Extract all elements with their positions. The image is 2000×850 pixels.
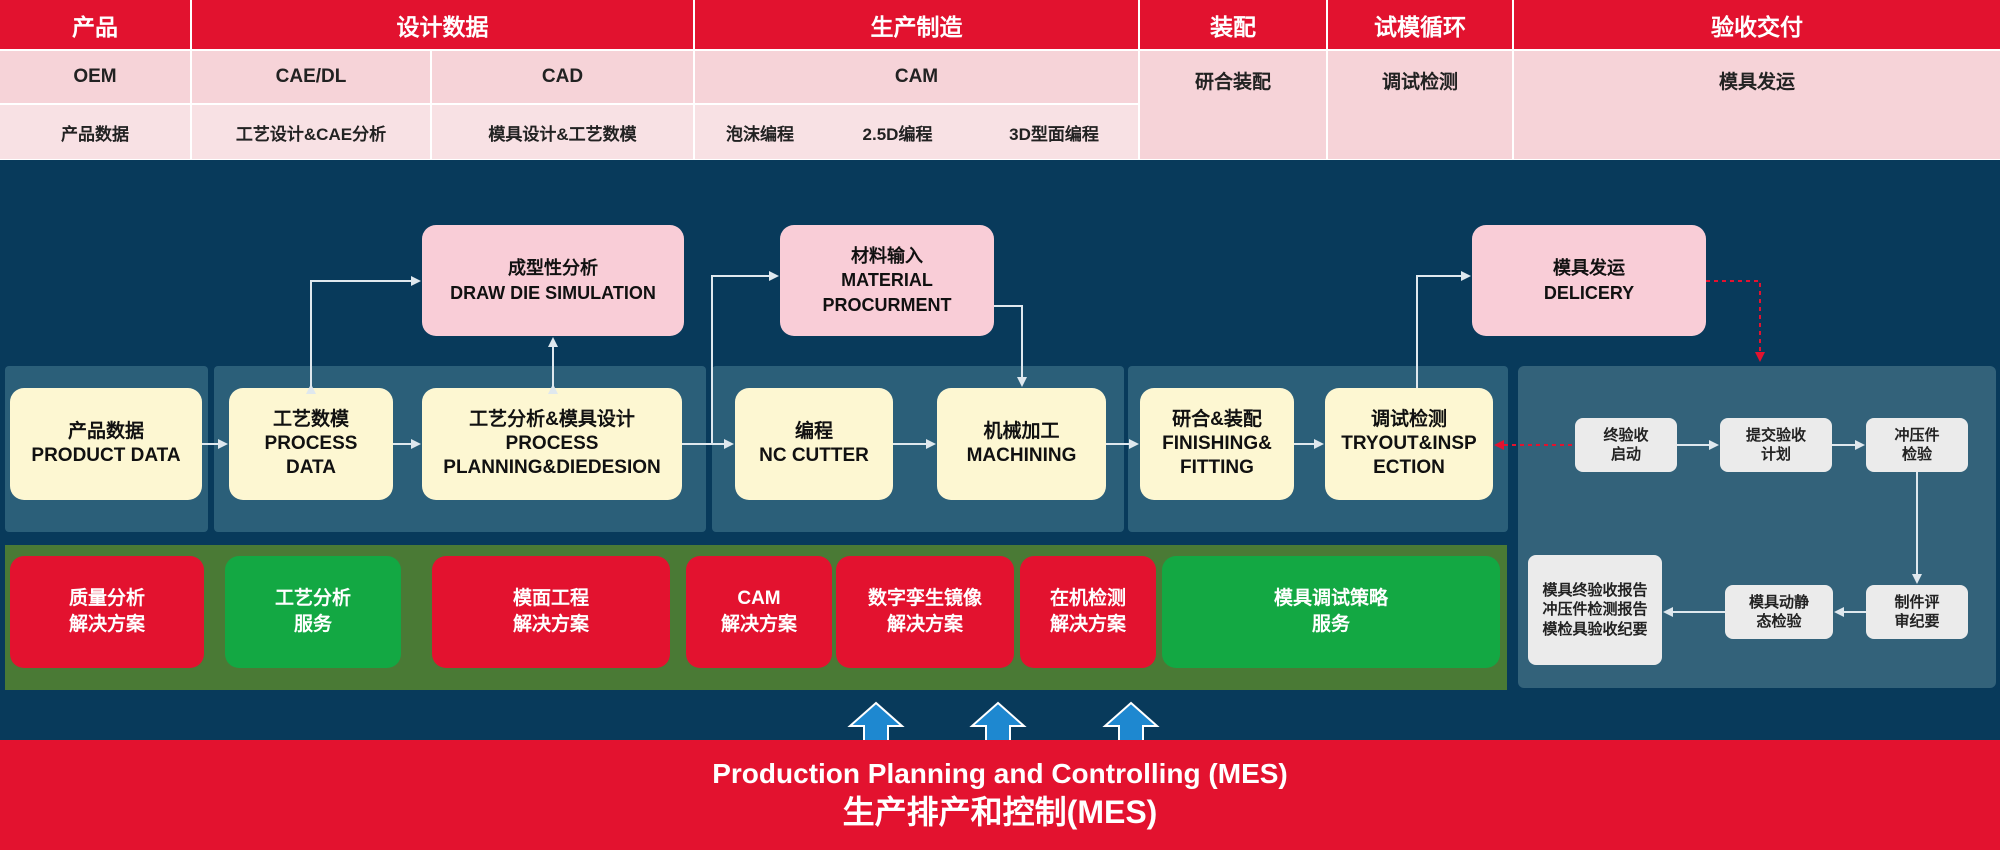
mes-band: Production Planning and Controlling (MES… — [0, 740, 2000, 850]
header-task-foam: 泡沫编程 — [695, 105, 825, 159]
service-digital-twin: 数字孪生镜像解决方案 — [836, 556, 1014, 668]
arrow-process-to-drawdie — [306, 276, 421, 394]
dashed-delivery-to-acceptance — [1706, 280, 1765, 362]
service-die-tryout-strategy: 模具调试策略服务 — [1162, 556, 1500, 668]
service-quality-analysis: 质量分析解决方案 — [10, 556, 204, 668]
header-category-product: 产品 — [0, 0, 192, 49]
accept-part-review: 制件评审纪要 — [1866, 585, 1968, 639]
service-die-face-engineering: 模面工程解决方案 — [432, 556, 670, 668]
header-category-tryout: 试模循环 — [1328, 0, 1514, 49]
header-category-manufacturing: 生产制造 — [695, 0, 1140, 49]
accept-stamping-inspection: 冲压件检验 — [1866, 418, 1968, 472]
service-onmachine-inspection: 在机检测解决方案 — [1020, 556, 1156, 668]
header-task-die-design: 模具设计&工艺数模 — [432, 105, 695, 159]
header-task-25d: 2.5D编程 — [825, 105, 970, 159]
arrow-to-material — [711, 271, 779, 444]
header-system-inspection: 调试检测 — [1328, 51, 1514, 159]
arrow-tryout-to-delivery — [1416, 271, 1471, 388]
header-system-cad: CAD — [432, 51, 695, 103]
header-system-shipping: 模具发运 — [1514, 51, 2000, 159]
service-process-analysis: 工艺分析服务 — [225, 556, 401, 668]
header-task-3d: 3D型面编程 — [970, 105, 1140, 159]
arrow-material-to-machining — [994, 305, 1027, 387]
header-category-assembly: 装配 — [1140, 0, 1328, 49]
header-system-cam: CAM — [695, 51, 1140, 103]
header-system-assembly: 研合装配 — [1140, 51, 1328, 159]
accept-start: 终验收启动 — [1575, 418, 1677, 472]
header-category-design-data: 设计数据 — [192, 0, 695, 49]
header-task-product-data: 产品数据 — [0, 105, 192, 159]
accept-plan: 提交验收计划 — [1720, 418, 1832, 472]
accept-reports: 模具终验收报告冲压件检测报告模检具验收纪要 — [1528, 555, 1662, 665]
mes-title-en: Production Planning and Controlling (MES… — [712, 758, 1288, 789]
accept-dynamic-static: 模具动静态检验 — [1725, 585, 1833, 639]
header-system-cae: CAE/DL — [192, 51, 432, 103]
header-category-delivery: 验收交付 — [1514, 0, 2000, 49]
mes-title-cn: 生产排产和控制(MES) — [842, 794, 1158, 831]
header-system-oem: OEM — [0, 51, 192, 103]
header-task-process-cae: 工艺设计&CAE分析 — [192, 105, 432, 159]
